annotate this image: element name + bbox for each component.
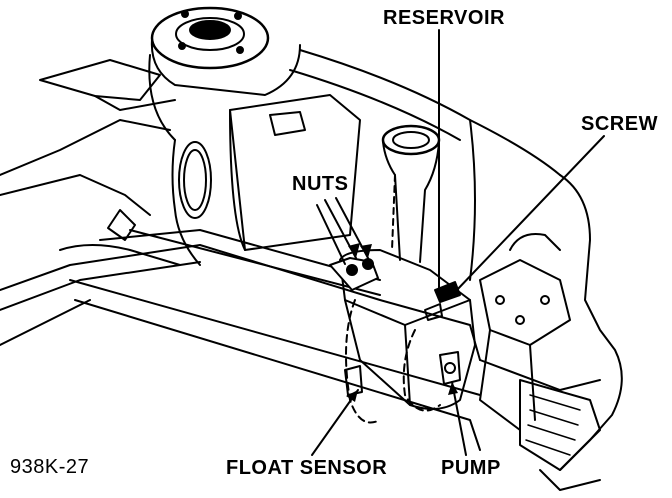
frame-rail [0,209,481,451]
washer-reservoir [329,124,476,424]
callout-screw: SCREW [581,113,658,135]
callout-leaders [311,29,605,456]
front-structure [469,119,623,491]
fender-apron [0,49,561,266]
figure-id-code: 938K-27 [10,456,90,478]
callout-pump: PUMP [441,457,501,479]
strut-tower [148,6,301,141]
callout-nuts: NUTS [292,173,349,195]
callout-float-sensor: FLOAT SENSOR [226,457,388,479]
callout-arrowheads [346,243,458,402]
callout-reservoir: RESERVOIR [383,7,505,29]
